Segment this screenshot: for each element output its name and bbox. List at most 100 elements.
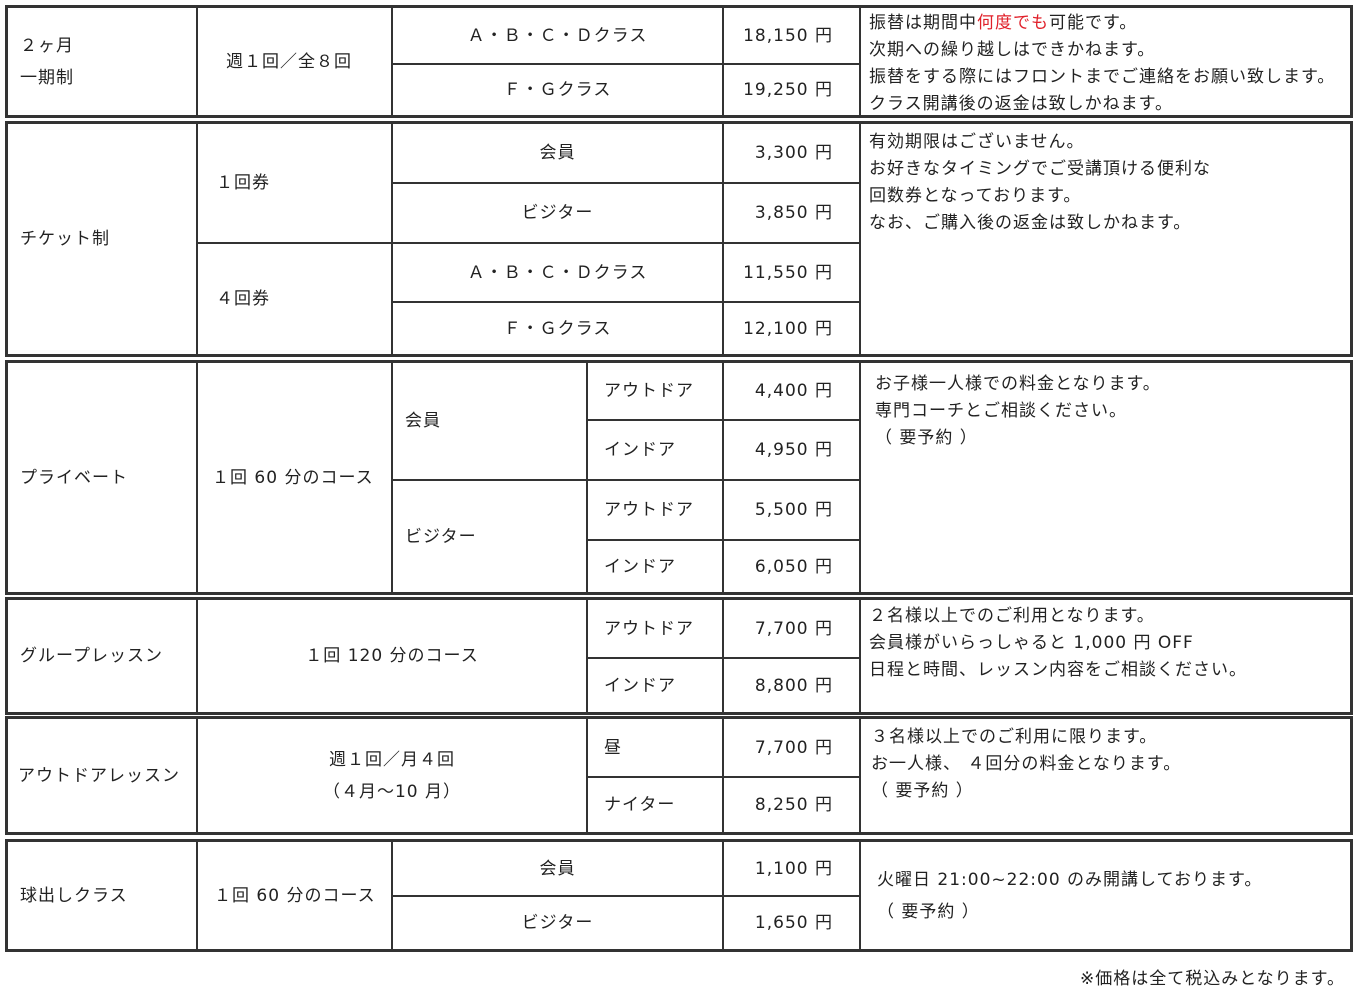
venue-label: アウトドア — [604, 381, 694, 401]
class-label: Ａ・Ｂ・Ｃ・Ｄクラス — [467, 25, 648, 46]
notes-cell: 火曜日 21:00~22:00 のみ開講しております。 （ 要予約 ） — [859, 842, 1350, 949]
price-cell: 8,250 円 — [722, 776, 859, 832]
member-type: 会員 — [405, 411, 441, 431]
venue-cell: アウトドア — [586, 363, 722, 419]
price-value: 8,800 円 — [754, 675, 833, 696]
class-cell: ビジター — [391, 182, 722, 242]
time-label: 昼 — [604, 737, 622, 758]
category-text: グループレッスン — [20, 646, 163, 666]
price-cell: 6,050 円 — [722, 539, 859, 592]
time-label: ナイター — [604, 795, 676, 815]
price-cell: 18,150 円 — [722, 8, 859, 63]
class-cell: Ｆ・Ｇクラス — [391, 63, 722, 115]
price-value: 18,150 円 — [743, 25, 833, 46]
category-cell: プライベート — [8, 363, 196, 592]
ticket-type: ４回券 — [216, 289, 270, 309]
block-ball-feeding-class: 球出しクラス １回 60 分のコース 会員 1,100 円 ビジター 1,650… — [5, 839, 1353, 952]
schedule-line: 週１回／月４回 — [328, 749, 455, 770]
schedule-cell: 週１回／月４回 （４月〜10 月） — [196, 719, 586, 832]
time-cell: 昼 — [586, 719, 722, 776]
class-cell: Ｆ・Ｇクラス — [391, 301, 722, 354]
class-label: 会員 — [539, 143, 576, 163]
category-text: アウトドアレッスン — [18, 765, 180, 786]
price-cell: 1,650 円 — [722, 895, 859, 949]
category-cell: チケット制 — [8, 124, 196, 354]
member-type-cell: 会員 — [391, 363, 586, 479]
price-cell: 19,250 円 — [722, 63, 859, 115]
note-line: （ 要予約 ） — [875, 428, 978, 448]
note-highlight: 何度でも — [977, 13, 1049, 33]
price-value: 5,500 円 — [754, 500, 833, 520]
price-value: 1,650 円 — [754, 913, 833, 933]
member-type-cell: ビジター — [391, 479, 586, 592]
price-cell: 7,700 円 — [722, 600, 859, 657]
price-value: 3,300 円 — [754, 143, 833, 163]
class-cell: Ａ・Ｂ・Ｃ・Ｄクラス — [391, 242, 722, 301]
ticket-type-cell: １回券 — [196, 124, 391, 242]
time-cell: ナイター — [586, 776, 722, 832]
course-text: １回 60 分のコース — [214, 885, 376, 906]
notes-cell: お子様一人様での料金となります。 専門コーチとご相談ください。 （ 要予約 ） — [859, 363, 1350, 592]
price-cell: 11,550 円 — [722, 242, 859, 301]
note-line: ３名様以上でのご利用に限ります。 — [871, 727, 1158, 747]
price-value: 7,700 円 — [754, 737, 833, 758]
price-value: 6,050 円 — [754, 556, 833, 577]
course-text: １回 120 分のコース — [305, 646, 479, 666]
note-line: 会員様がいらっしゃると 1,000 円 OFF — [869, 633, 1194, 653]
price-cell: 4,400 円 — [722, 363, 859, 419]
price-cell: 4,950 円 — [722, 419, 859, 479]
price-cell: 3,850 円 — [722, 182, 859, 242]
price-cell: 5,500 円 — [722, 479, 859, 539]
category-text: 球出しクラス — [20, 885, 128, 906]
price-value: 4,400 円 — [754, 381, 833, 401]
category-cell: ２ヶ月 一期制 — [8, 8, 196, 115]
course-cell: １回 120 分のコース — [196, 600, 586, 712]
venue-label: インドア — [604, 440, 676, 460]
class-label: ビジター — [521, 203, 594, 223]
block-two-month-term: ２ヶ月 一期制 週１回／全８回 Ａ・Ｂ・Ｃ・Ｄクラス 18,150 円 Ｆ・Ｇク… — [5, 5, 1353, 118]
note-line: （ 要予約 ） — [877, 902, 980, 922]
price-value: 1,100 円 — [754, 858, 833, 879]
frequency-cell: 週１回／全８回 — [196, 8, 391, 115]
notes-cell: 有効期限はございません。 お好きなタイミングでご受講頂ける便利な 回数券となって… — [859, 124, 1350, 354]
category-line: ２ヶ月 — [20, 35, 74, 56]
venue-cell: インドア — [586, 657, 722, 712]
block-group-lesson: グループレッスン １回 120 分のコース アウトドア 7,700 円 インドア… — [5, 597, 1353, 715]
note-line: 振替をする際にはフロントまでご連絡をお願い致します。 — [869, 67, 1336, 87]
price-value: 3,850 円 — [754, 203, 833, 223]
category-text: チケット制 — [20, 229, 110, 249]
price-value: 8,250 円 — [754, 795, 833, 815]
note-line: お子様一人様での料金となります。 — [875, 374, 1161, 394]
note-line: お一人様、 ４回分の料金となります。 — [871, 754, 1182, 774]
note-line: 有効期限はございません。 — [869, 132, 1085, 152]
venue-cell: アウトドア — [586, 479, 722, 539]
note-line: 次期への繰り越しはできかねます。 — [869, 40, 1156, 60]
note-line: （ 要予約 ） — [871, 781, 974, 801]
block-private: プライベート １回 60 分のコース 会員 ビジター アウトドア 4,400 円… — [5, 360, 1353, 595]
price-cell: 12,100 円 — [722, 301, 859, 354]
class-label: Ａ・Ｂ・Ｃ・Ｄクラス — [467, 262, 648, 283]
category-cell: グループレッスン — [8, 600, 196, 712]
block-outdoor-lesson: アウトドアレッスン 週１回／月４回 （４月〜10 月） 昼 7,700 円 ナイ… — [5, 716, 1353, 835]
note-text: 可能です。 — [1049, 13, 1138, 33]
notes-cell: ２名様以上でのご利用となります。 会員様がいらっしゃると 1,000 円 OFF… — [859, 600, 1350, 712]
price-value: 7,700 円 — [754, 618, 833, 639]
tax-footnote: ※価格は全て税込みとなります。 — [1079, 969, 1345, 989]
price-cell: 7,700 円 — [722, 719, 859, 776]
member-type-cell: ビジター — [391, 895, 722, 949]
price-cell: 8,800 円 — [722, 657, 859, 712]
notes-cell: 振替は期間中何度でも可能です。 次期への繰り越しはできかねます。 振替をする際に… — [859, 8, 1350, 115]
notes-cell: ３名様以上でのご利用に限ります。 お一人様、 ４回分の料金となります。 （ 要予… — [859, 719, 1350, 832]
note-line: ２名様以上でのご利用となります。 — [869, 606, 1155, 626]
venue-label: インドア — [604, 556, 676, 577]
course-text: １回 60 分のコース — [212, 467, 374, 488]
note-line: 振替は期間中何度でも可能です。 — [869, 10, 1335, 37]
venue-label: アウトドア — [604, 618, 694, 639]
note-line: クラス開講後の返金は致しかねます。 — [869, 94, 1173, 114]
venue-cell: アウトドア — [586, 600, 722, 657]
note-text: 振替は期間中 — [869, 13, 977, 33]
category-cell: アウトドアレッスン — [8, 719, 196, 832]
category-line: 一期制 — [20, 67, 74, 88]
ticket-type-cell: ４回券 — [196, 242, 391, 354]
venue-cell: インドア — [586, 539, 722, 592]
